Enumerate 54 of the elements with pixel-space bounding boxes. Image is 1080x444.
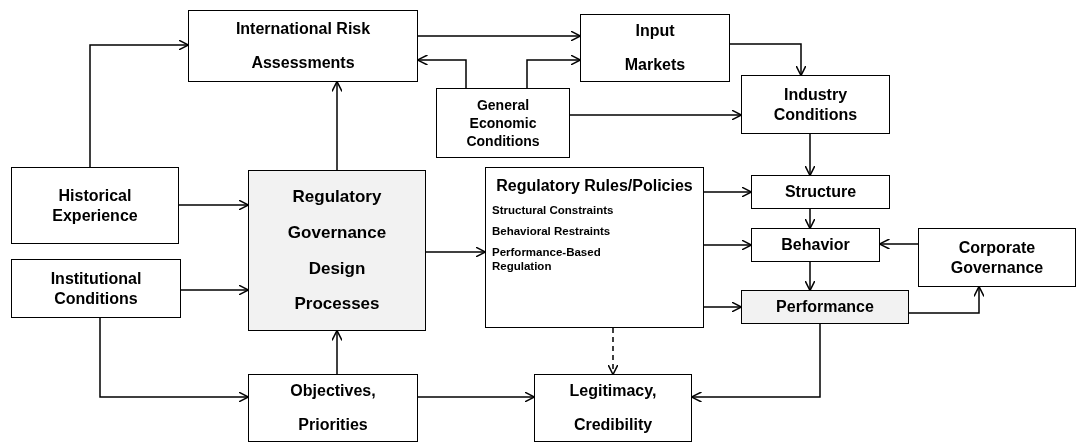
arrow — [878, 238, 919, 250]
process-box — [11, 167, 179, 244]
box-title: Behavior — [781, 235, 850, 255]
box-title: Institutional Conditions — [49, 268, 143, 309]
process-box — [751, 228, 880, 262]
box-title: Objectives, Priorities — [289, 381, 377, 435]
arrow — [99, 317, 250, 403]
arrow — [180, 284, 250, 296]
arrow — [690, 323, 821, 403]
process-box — [11, 259, 181, 318]
arrow — [804, 261, 816, 292]
process-box — [918, 228, 1076, 287]
arrow — [526, 54, 582, 89]
process-box — [741, 75, 890, 134]
policy-item: Performance-Based Regulation — [492, 246, 602, 273]
box-title: Structure — [784, 182, 857, 202]
arrow — [331, 329, 343, 375]
process-box — [751, 175, 890, 209]
arrow — [425, 246, 487, 258]
process-box — [188, 10, 418, 82]
arrow — [703, 186, 753, 198]
box-title: General Economic Conditions — [465, 95, 541, 151]
box-title: Legitimacy, Credibility — [568, 381, 658, 435]
arrow — [908, 285, 985, 314]
box-title: Regulatory Governance Design Processes — [286, 186, 388, 316]
box-title: Historical Experience — [51, 185, 139, 226]
box-title: Regulatory Rules/Policies — [496, 176, 693, 196]
arrow — [417, 391, 536, 403]
arrow — [703, 239, 753, 251]
box-title: International Risk Assessments — [234, 19, 372, 73]
process-box — [248, 170, 426, 331]
process-box — [580, 14, 730, 82]
arrow — [178, 199, 250, 211]
process-box — [436, 88, 570, 158]
arrow — [729, 43, 807, 77]
process-box — [248, 374, 418, 442]
process-box — [534, 374, 692, 442]
arrow — [569, 109, 743, 121]
arrow — [331, 80, 343, 171]
box-title: Industry Conditions — [772, 84, 859, 125]
process-box — [485, 167, 704, 328]
arrow — [703, 301, 743, 313]
policy-item: Behavioral Restraints — [492, 225, 611, 239]
arrow — [804, 208, 816, 230]
box-title: Performance — [776, 297, 874, 317]
process-box — [741, 290, 909, 324]
box-title: Corporate Governance — [949, 237, 1045, 278]
arrow — [607, 327, 619, 376]
policy-item: Structural Constraints — [492, 204, 614, 218]
arrow — [417, 30, 582, 42]
arrow — [89, 39, 190, 168]
arrow — [804, 133, 816, 177]
arrow — [416, 54, 467, 89]
box-title: Input Markets — [623, 21, 687, 75]
